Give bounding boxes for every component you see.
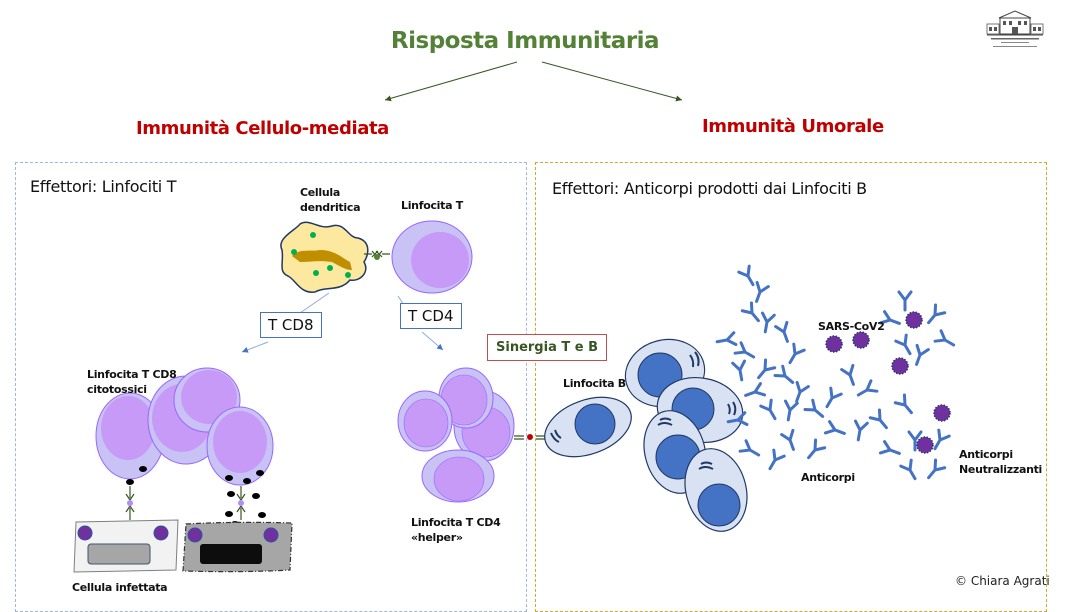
antibody-icon	[823, 420, 846, 435]
antibody-icon	[803, 398, 825, 418]
antibody-icon	[899, 458, 917, 481]
antibody-icon	[788, 342, 806, 365]
antibody-icon	[927, 303, 947, 325]
t-cell-label: Linfocita T	[401, 199, 463, 212]
antibody-icon	[726, 411, 749, 427]
title-arrows	[384, 61, 683, 102]
antibody-icon	[894, 333, 912, 356]
humoral-illustration	[544, 264, 956, 532]
b-cell-icon	[544, 396, 632, 458]
sars-cov2-virus-icon	[852, 331, 870, 349]
institute-building-logo	[986, 10, 1044, 47]
antibody-icon	[738, 439, 761, 457]
virus-group	[825, 311, 951, 454]
dendritic-cell-icon	[280, 221, 369, 293]
antibody-icon	[825, 386, 843, 409]
antibody-icon	[768, 448, 786, 471]
dying-infected-cell-icon	[182, 521, 293, 573]
antibody-group	[715, 264, 956, 481]
cd4-t-cell-icon	[438, 367, 494, 429]
infected-cell-icon	[73, 519, 179, 573]
sars-cov2-virus-icon	[905, 311, 923, 329]
virus-label: SARS-CoV2	[818, 320, 885, 333]
antibody-icon	[807, 438, 827, 460]
branch-humoral: Immunità Umorale	[702, 116, 884, 137]
antibody-icon	[915, 343, 930, 366]
antibody-icon	[856, 379, 879, 397]
panel-right-title: Effettori: Anticorpi prodotti dai Linfoc…	[552, 179, 867, 198]
antibody-icon	[759, 398, 777, 421]
cd8-t-cell-cluster	[95, 367, 274, 528]
antibody-icon	[878, 440, 901, 455]
synergy-box: Sinergia T e B	[487, 334, 608, 361]
t-cell-icon	[391, 220, 473, 294]
cd4-t-cell-icon	[397, 390, 453, 452]
b-cell-label: Linfocita B	[563, 377, 626, 390]
cd4-helper-label: Linfocita T CD4«helper»	[411, 516, 501, 544]
antibodies-label: Anticorpi	[801, 471, 855, 484]
antibody-icon	[755, 280, 770, 303]
antibody-icon	[840, 363, 855, 386]
antibody-icon	[927, 458, 947, 480]
cd8-t-cell-icon	[206, 406, 274, 486]
antibody-icon	[737, 264, 755, 287]
diagram-title: Risposta Immunitaria	[390, 28, 660, 54]
panel-left-title: Effettori: Linfociti T	[30, 177, 177, 196]
cd4-helper-cluster	[397, 367, 515, 503]
antibody-icon	[744, 382, 767, 397]
sars-cov2-virus-icon	[916, 436, 934, 454]
antibody-icon	[733, 341, 756, 359]
cd4-box: T CD4	[400, 303, 462, 329]
antibody-icon	[757, 358, 777, 380]
branch-cell-mediated: Immunità Cellulo-mediata	[136, 118, 389, 139]
infected-cell-label: Cellula infettata	[72, 581, 168, 594]
antibody-icon	[731, 359, 747, 382]
antibody-icon	[853, 419, 869, 442]
antibody-icon	[897, 290, 913, 312]
antibody-icon	[933, 329, 956, 347]
antibody-icon	[773, 364, 795, 384]
antibody-icon	[878, 310, 901, 325]
antibody-icon	[760, 311, 776, 334]
cd8-box: T CD8	[260, 312, 322, 338]
t-b-synapse-icon	[514, 434, 546, 440]
copyright-label: © Chiara Agrati	[955, 574, 1050, 588]
antibody-icon	[868, 408, 888, 430]
antibody-icon	[715, 331, 738, 347]
antibody-icon	[783, 399, 799, 422]
cd4-t-cell-icon	[421, 449, 495, 503]
antibody-icon	[933, 428, 951, 451]
antibody-icon	[907, 430, 923, 452]
arrow-to-cell-mediated	[384, 61, 518, 102]
sars-cov2-virus-icon	[891, 357, 909, 375]
antibody-icon	[795, 380, 810, 403]
antibody-icon	[780, 428, 795, 451]
antibody-icon	[740, 301, 760, 323]
cell-mediated-illustration	[73, 220, 546, 573]
sars-cov2-virus-icon	[825, 335, 843, 353]
sars-cov2-virus-icon	[933, 404, 951, 422]
cd8-t-cell-icon	[95, 392, 165, 480]
antibody-icon	[893, 393, 913, 415]
receptor-synapse-icon	[364, 250, 390, 260]
antibody-icon	[774, 320, 789, 343]
arrow-to-humoral	[541, 61, 683, 102]
b-cell-icon	[684, 448, 748, 532]
